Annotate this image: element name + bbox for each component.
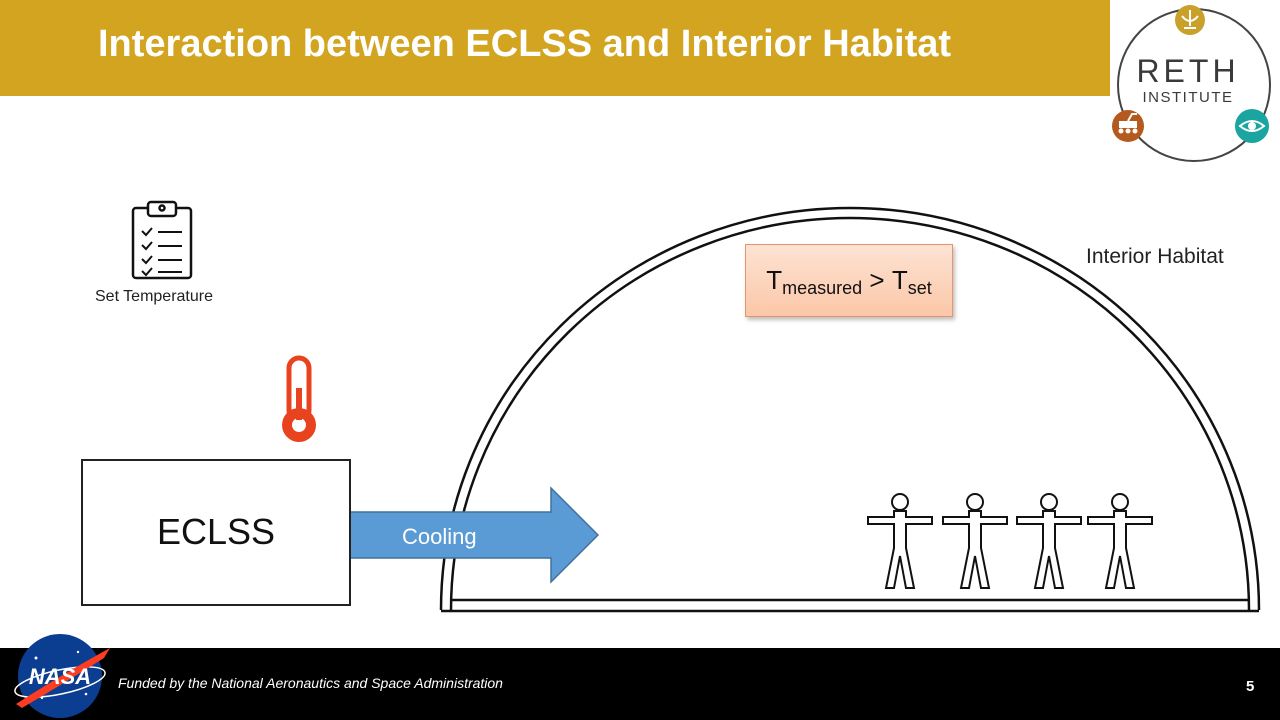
eye-icon <box>1235 109 1269 143</box>
condition-right-var: T <box>891 265 908 295</box>
clipboard-checklist-icon <box>131 200 193 280</box>
condition-left-sub: measured <box>782 278 863 298</box>
condition-operator: > <box>869 265 885 295</box>
condition-left-var: T <box>766 265 783 295</box>
page-number: 5 <box>1246 678 1255 695</box>
footer-bar <box>0 648 1280 720</box>
crew-figures <box>867 493 1153 589</box>
funding-text: Funded by the National Aeronautics and S… <box>118 675 503 691</box>
reth-institute-logo <box>1112 5 1271 162</box>
nasa-logo-text: NASA <box>29 664 91 689</box>
title-bar <box>0 0 1110 96</box>
logo-wordmark: RETH <box>1136 53 1240 89</box>
cooling-label: Cooling <box>402 524 477 549</box>
condition-right-sub: set <box>907 278 932 298</box>
crew-member-icon <box>1016 493 1082 589</box>
eclss-habitat-diagram <box>131 200 1261 613</box>
slide-title: Interaction between ECLSS and Interior H… <box>98 23 952 65</box>
habitat-dome <box>439 206 1261 613</box>
set-temperature-label: Set Temperature <box>95 288 213 305</box>
crew-member-icon <box>867 493 933 589</box>
eclss-label: ECLSS <box>156 511 276 552</box>
crew-member-icon <box>942 493 1008 589</box>
interior-habitat-label: Interior Habitat <box>1086 245 1224 268</box>
thermometer-icon <box>282 355 316 442</box>
crew-member-icon <box>1087 493 1153 589</box>
nasa-logo: NASA <box>14 634 110 718</box>
rover-icon <box>1112 110 1144 142</box>
anchor-icon <box>1175 5 1205 35</box>
logo-subtitle: INSTITUTE <box>1142 89 1234 106</box>
eclss-box <box>81 459 351 606</box>
